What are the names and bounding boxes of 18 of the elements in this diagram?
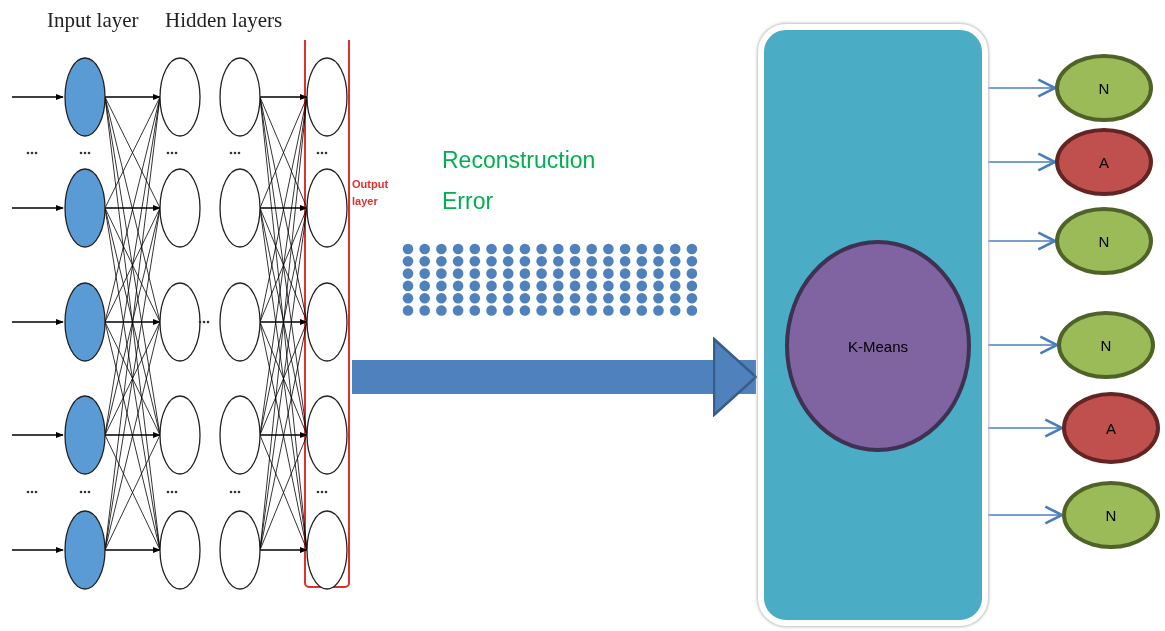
- arrow: [987, 231, 1057, 251]
- arrow: [987, 78, 1057, 98]
- node-label: N: [1098, 79, 1110, 97]
- node-label: A: [1106, 419, 1116, 437]
- arrow: [987, 505, 1064, 525]
- arrow: [987, 335, 1059, 355]
- node-label: A: [1099, 153, 1109, 171]
- layer-heading: Output layer: [352, 177, 390, 209]
- node-label: N: [1098, 232, 1110, 250]
- annotation-text: Reconstruction Error: [442, 146, 597, 217]
- block-arrow: [352, 337, 758, 417]
- layer-heading: Hidden layers: [165, 8, 283, 33]
- node-label: N: [1100, 336, 1112, 354]
- node-label: K-Means: [848, 337, 908, 355]
- arrow: [987, 418, 1064, 438]
- node-label: N: [1105, 506, 1117, 524]
- layer-heading: Input layer: [47, 8, 139, 33]
- arrow: [987, 152, 1057, 172]
